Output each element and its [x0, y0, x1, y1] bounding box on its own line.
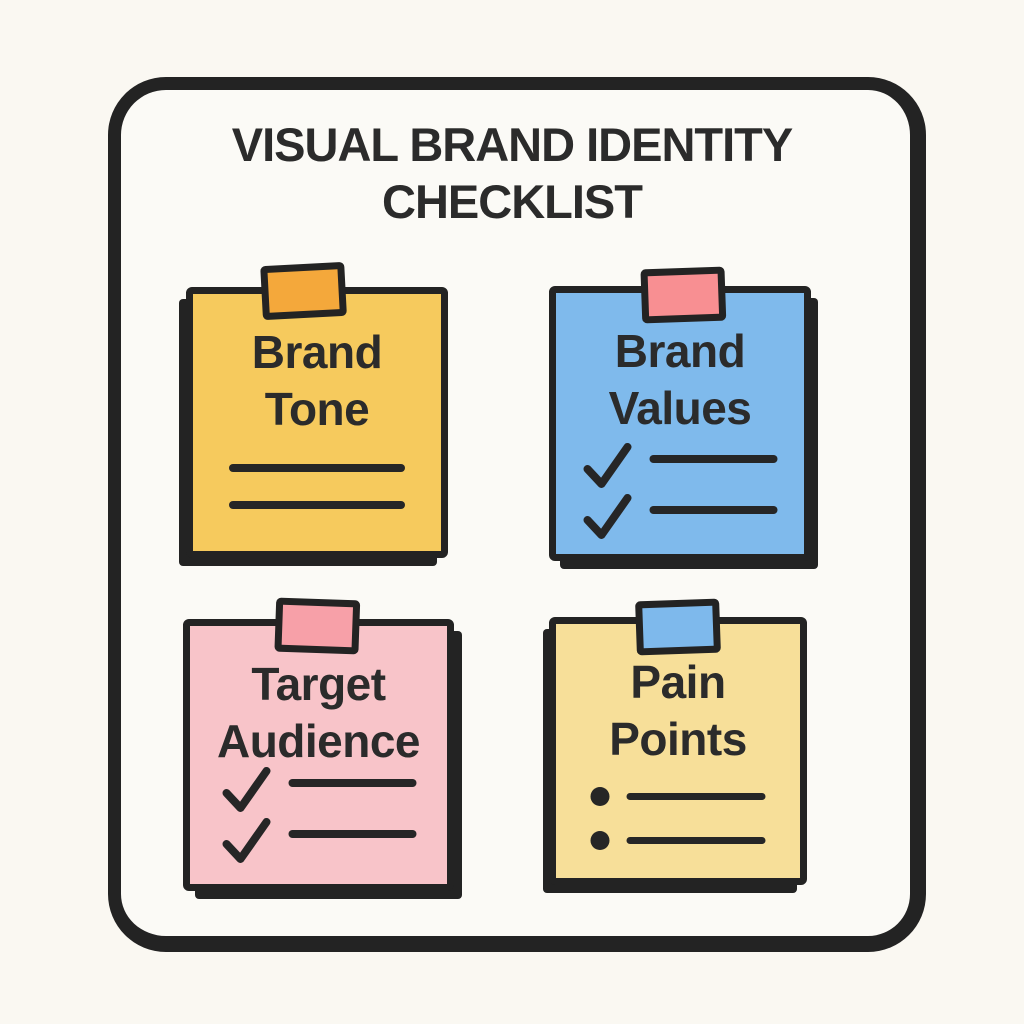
- note-brand-tone: Brand Tone: [186, 261, 448, 558]
- note-items: [221, 766, 416, 864]
- blank-line-icon: [626, 793, 766, 800]
- tape-icon: [640, 266, 727, 324]
- blank-line-icon: [649, 505, 778, 514]
- note-brand-values: Brand Values: [549, 266, 811, 561]
- checked-line-item: [583, 442, 778, 489]
- bullet-line-item: [590, 787, 766, 806]
- tape-icon: [273, 597, 360, 655]
- checked-line-item: [583, 493, 778, 540]
- blank-line-item: [229, 464, 405, 472]
- blank-line-item: [229, 501, 405, 509]
- checkmark-icon: [583, 443, 632, 488]
- note-items: [590, 787, 766, 850]
- note-target-audience: Target Audience: [183, 597, 454, 891]
- bullet-icon: [590, 831, 610, 850]
- checkmark-icon: [222, 818, 270, 863]
- blank-line-icon: [649, 454, 778, 463]
- checkmark-icon: [583, 494, 632, 539]
- note-title: Pain Points: [609, 656, 747, 765]
- note-pain-points: Pain Points: [549, 598, 807, 885]
- blank-line-icon: [288, 778, 416, 787]
- blank-line-icon: [288, 829, 416, 838]
- note-items: [229, 464, 405, 509]
- blank-line-icon: [626, 837, 766, 844]
- note-title: Target Audience: [216, 658, 421, 767]
- blank-line-icon: [229, 501, 405, 509]
- checkmark-icon: [222, 767, 270, 812]
- bullet-line-item: [590, 831, 766, 850]
- tape-icon: [635, 598, 721, 656]
- bullet-icon: [590, 787, 610, 806]
- note-title: Brand Values: [608, 325, 752, 434]
- tape-icon: [260, 261, 347, 321]
- blank-line-icon: [229, 464, 405, 472]
- note-title: Brand Tone: [251, 326, 383, 435]
- page-title: VISUAL BRAND IDENTITY CHECKLIST: [231, 118, 793, 228]
- checked-line-item: [221, 766, 416, 813]
- note-items: [583, 442, 778, 540]
- checked-line-item: [221, 817, 416, 864]
